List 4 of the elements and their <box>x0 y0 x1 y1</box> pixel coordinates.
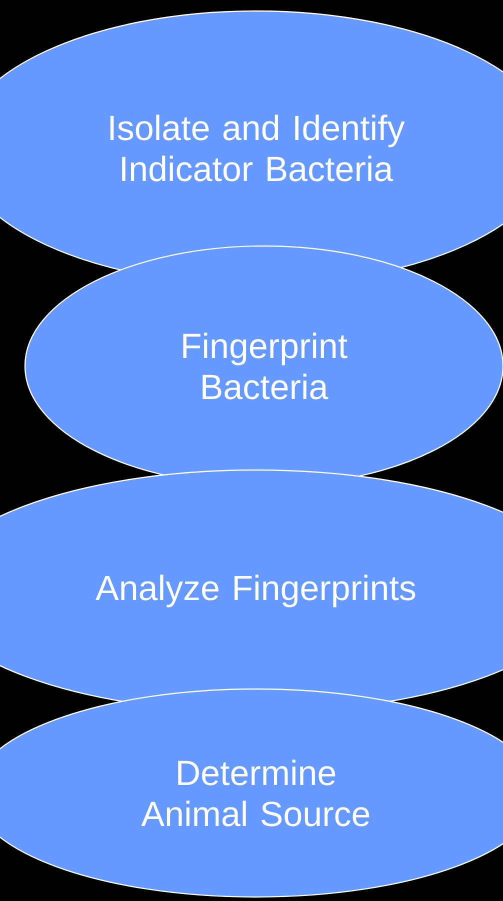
node-label: Determine Animal Source <box>141 760 370 826</box>
node-label: Isolate and Identify Indicator Bacteria <box>110 114 405 182</box>
node-label: Analyze Fingerprints <box>96 574 416 608</box>
node-label: Fingerprint Bacteria <box>183 332 348 400</box>
